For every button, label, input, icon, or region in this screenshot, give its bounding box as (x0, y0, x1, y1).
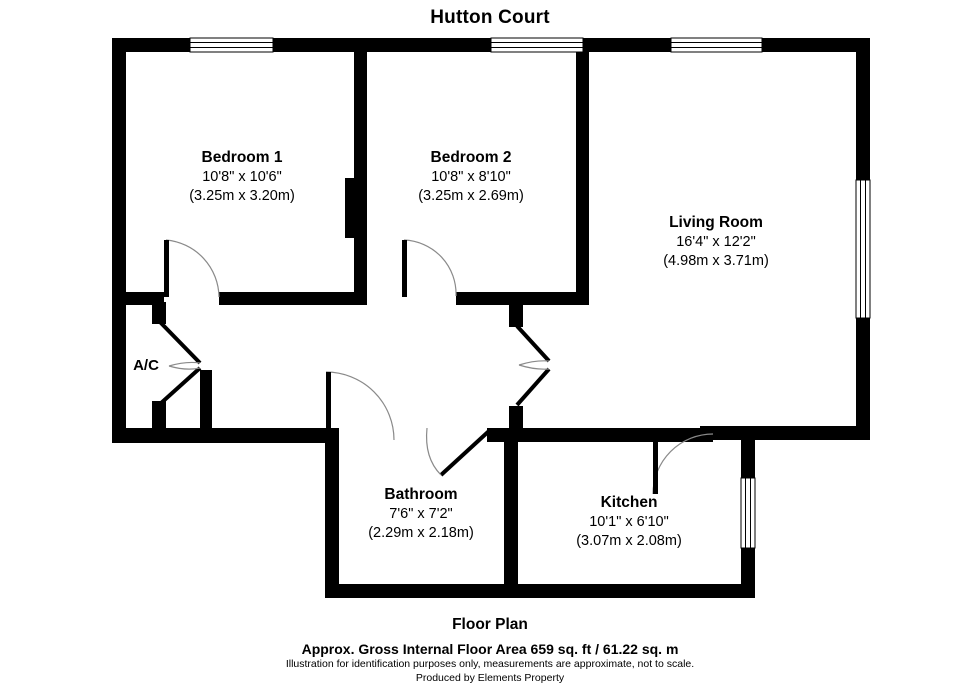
room-dim-metric-living-room: (4.98m x 3.71m) (663, 253, 769, 269)
footer-producer: Produced by Elements Property (415, 672, 565, 684)
room-name-living-room: Living Room (669, 214, 763, 231)
window-kitchen-right (740, 477, 756, 549)
wall-between-bedrooms (354, 52, 367, 302)
window-bedroom1-top (189, 37, 274, 53)
room-dim-metric-kitchen: (3.07m x 2.08m) (576, 533, 682, 549)
wall-hall-jamb-lower (509, 406, 523, 442)
room-name-bedroom-2: Bedroom 2 (431, 149, 512, 166)
doors-group (158, 239, 714, 495)
wall-right-exterior-upper (856, 38, 870, 180)
wall-ac-closet-jamb-bottom (152, 401, 166, 429)
wall-bedroom1-closet-stub (345, 178, 358, 238)
wall-bedroom1-bottom (219, 292, 367, 305)
room-name-bathroom: Bathroom (384, 486, 457, 503)
room-label-bedroom-2: Bedroom 2 10'8" x 8'10" (3.25m x 2.69m) (418, 149, 524, 204)
window-living-room-top (670, 37, 763, 53)
wall-left-exterior (112, 38, 126, 443)
wall-living-room-bottom (700, 426, 870, 440)
wall-hall-bottom-left (112, 428, 339, 443)
room-dim-imperial-kitchen: 10'1" x 6'10" (589, 514, 669, 530)
room-dim-imperial-living-room: 16'4" x 12'2" (676, 234, 756, 250)
room-dim-metric-bedroom-1: (3.25m x 3.20m) (189, 188, 295, 204)
window-bedroom2-top (490, 37, 584, 53)
room-label-bathroom: Bathroom 7'6" x 7'2" (2.29m x 2.18m) (368, 486, 474, 541)
window-living-room-right (855, 179, 871, 319)
wall-top-right-segment (583, 38, 671, 52)
wall-bottom-exterior (325, 584, 755, 598)
room-dim-metric-bathroom: (2.29m x 2.18m) (368, 525, 474, 541)
room-name-kitchen: Kitchen (601, 494, 658, 511)
room-label-bedroom-1: Bedroom 1 10'8" x 10'6" (3.25m x 3.20m) (189, 149, 295, 204)
wall-ac-closet-jamb-top (152, 302, 166, 324)
door-kitchen (652, 433, 714, 495)
room-label-kitchen: Kitchen 10'1" x 6'10" (3.07m x 2.08m) (576, 494, 682, 549)
wall-bathroom-left (325, 428, 339, 598)
wall-top-mid-segment (273, 38, 491, 52)
room-dim-imperial-bedroom-2: 10'8" x 8'10" (431, 169, 511, 185)
door-hall-bifold (515, 324, 551, 407)
wall-kitchen-right-upper (741, 440, 755, 478)
windows-group (189, 37, 871, 549)
ac-closet-label: A/C (133, 357, 159, 374)
room-dim-imperial-bedroom-1: 10'8" x 10'6" (202, 169, 282, 185)
footer-plan-title: Floor Plan (452, 616, 528, 633)
walls-group (112, 38, 870, 598)
door-ac-closet-bifold (158, 320, 202, 406)
wall-right-exterior-lower (856, 318, 870, 440)
footer-disclaimer: Illustration for identification purposes… (285, 658, 695, 670)
wall-top-far-right-segment (762, 38, 870, 52)
wall-hall-jamb-upper (509, 305, 523, 327)
door-hall-diagonal (425, 427, 491, 477)
room-dim-metric-bedroom-2: (3.25m x 2.69m) (418, 188, 524, 204)
wall-bedroom2-bottom (456, 292, 589, 305)
wall-between-bedroom2-living (576, 52, 589, 302)
room-labels-group: Bedroom 1 10'8" x 10'6" (3.25m x 3.20m) … (133, 149, 769, 549)
room-dim-imperial-bathroom: 7'6" x 7'2" (389, 506, 452, 522)
page-title: Hutton Court (430, 7, 550, 28)
footer-floor-area: Approx. Gross Internal Floor Area 659 sq… (301, 641, 679, 657)
wall-bathroom-kitchen-divider (504, 428, 518, 598)
wall-bathroom-door-jamb (200, 370, 212, 443)
room-name-bedroom-1: Bedroom 1 (202, 149, 283, 166)
door-bedroom-2 (402, 239, 457, 297)
wall-top-left-segment (112, 38, 190, 52)
wall-hall-top-left-stub (126, 292, 164, 305)
door-bedroom-1 (164, 239, 220, 298)
room-label-living-room: Living Room 16'4" x 12'2" (4.98m x 3.71m… (663, 214, 769, 269)
door-bathroom (325, 371, 395, 441)
